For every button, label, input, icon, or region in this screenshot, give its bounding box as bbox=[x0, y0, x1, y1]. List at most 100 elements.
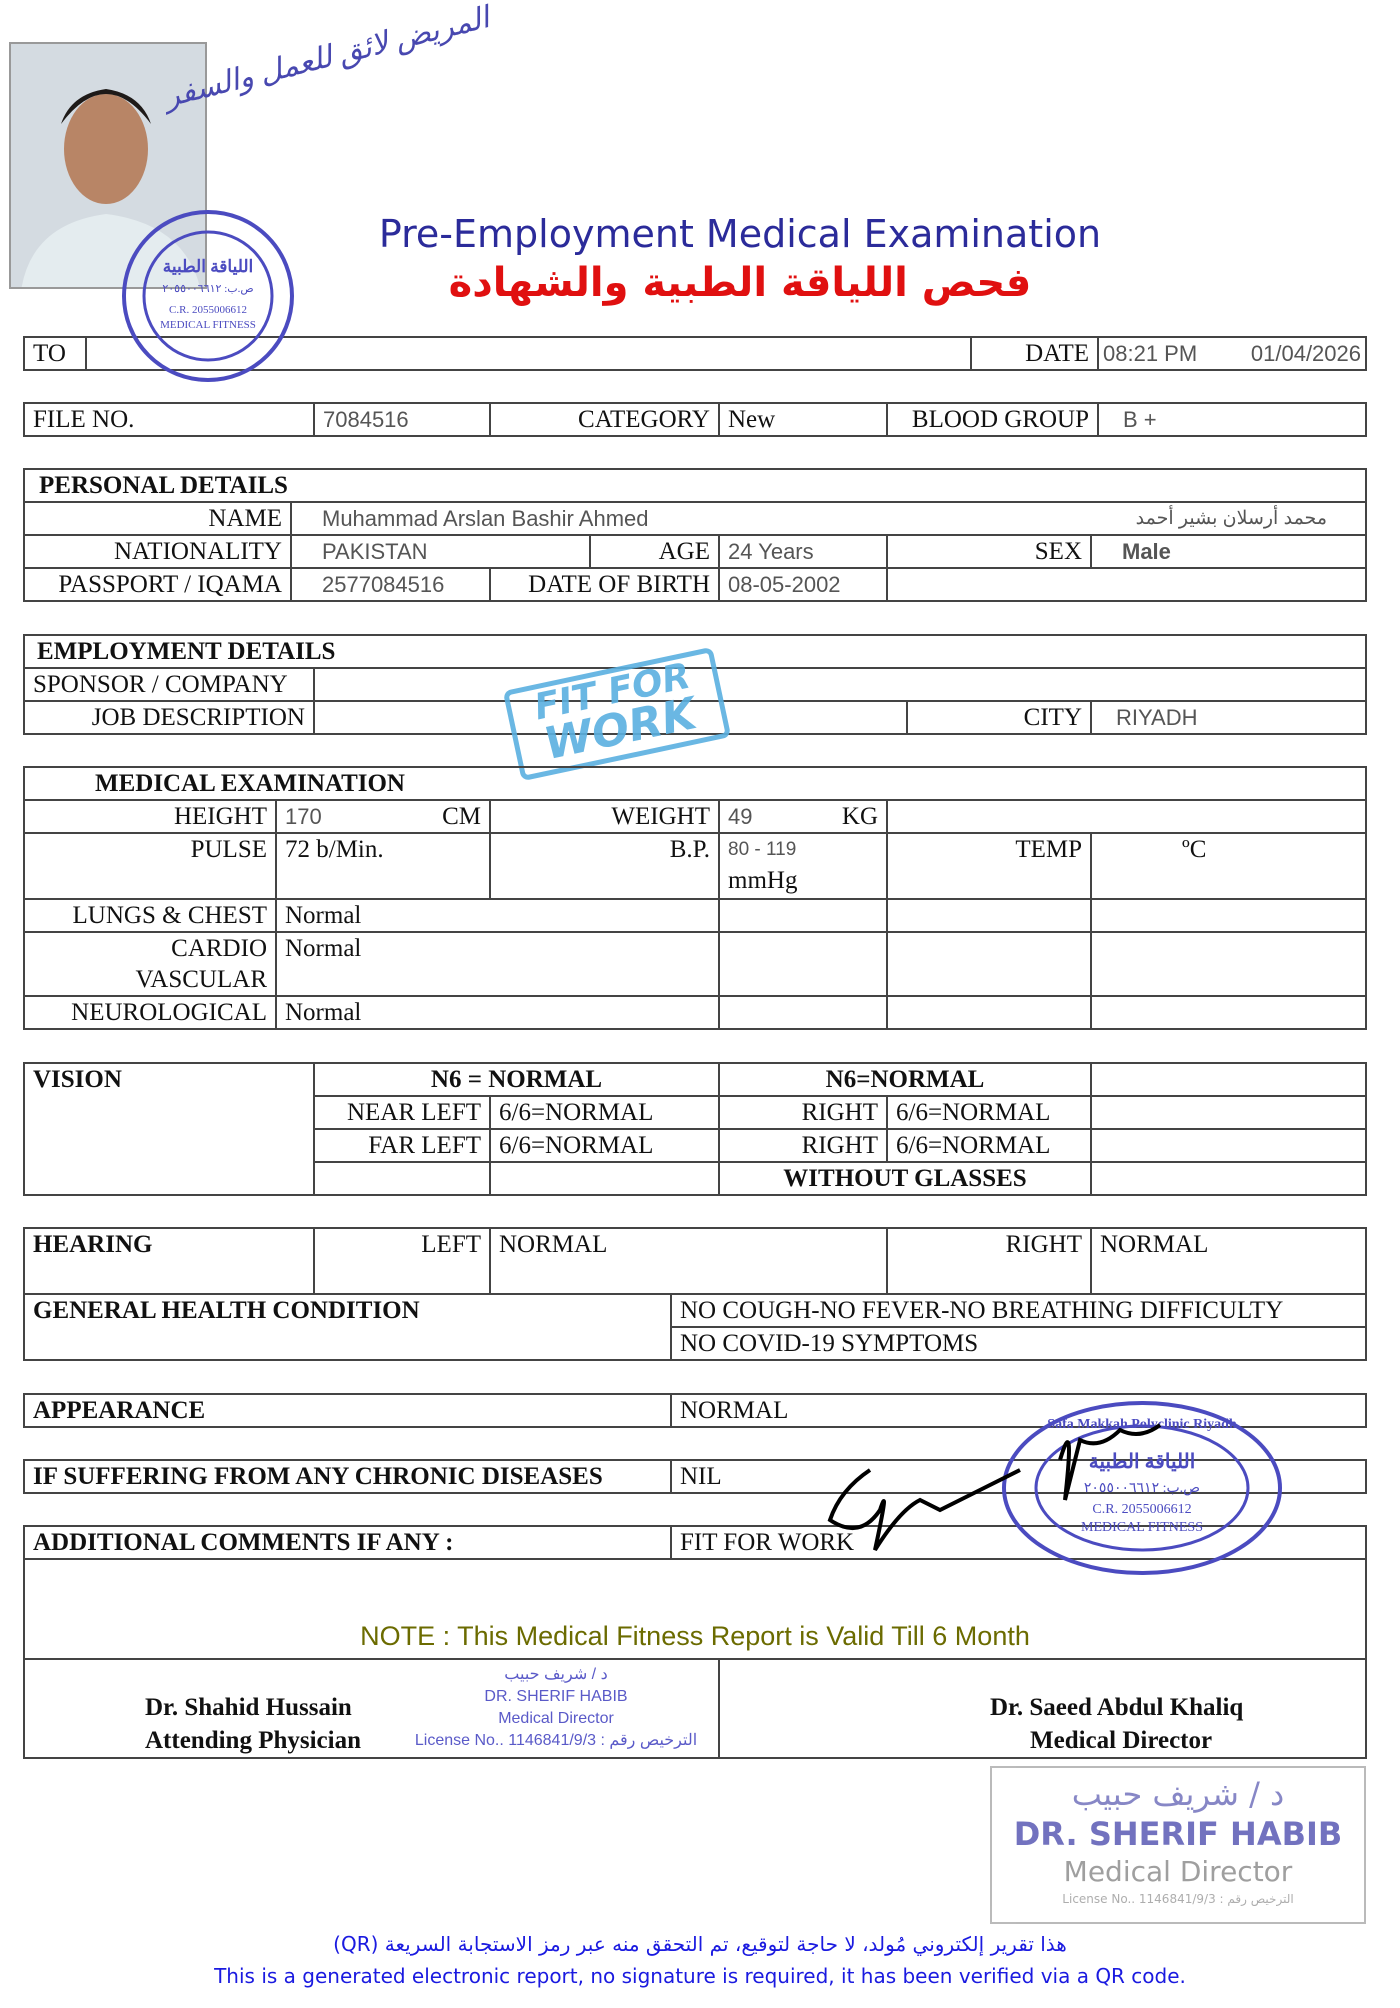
temp-unit: ºC bbox=[1090, 832, 1367, 900]
director-stamp: د / شريف حبيب DR. SHERIF HABIB Medical D… bbox=[990, 1766, 1366, 1924]
hearing-left-label: LEFT bbox=[313, 1227, 491, 1295]
signature-scribble bbox=[827, 1423, 1162, 1552]
hearing-heading: HEARING bbox=[23, 1227, 315, 1295]
medical-examination: MEDICAL EXAMINATION HEIGHT 170 CM WEIGHT 49 K… bbox=[23, 766, 1367, 1030]
appearance-value: NORMAL bbox=[670, 1393, 1367, 1428]
age-value: 24 Years bbox=[718, 534, 888, 569]
svg-text:اللياقة الطبية: اللياقة الطبية bbox=[1089, 1451, 1196, 1473]
neuro-value: Normal bbox=[275, 995, 720, 1030]
job-value bbox=[313, 700, 908, 735]
time-value: 08:21 PM bbox=[1103, 341, 1198, 366]
footer-ar: هذا تقرير إلكتروني مُولد، لا حاجة لتوقيع… bbox=[333, 1932, 1067, 1956]
city-value: RIYADH bbox=[1090, 700, 1367, 735]
category-label: CATEGORY bbox=[489, 402, 720, 437]
near-left-label: NEAR LEFT bbox=[313, 1095, 491, 1130]
sex-value: Male bbox=[1090, 534, 1367, 569]
clinic-stamp-bottom: Safa Makkah Polyclinic Riyadh اللياقة ال… bbox=[1002, 1401, 1282, 1575]
weight-label: WEIGHT bbox=[489, 799, 720, 834]
blood-group-label: BLOOD GROUP bbox=[886, 402, 1099, 437]
job-label: JOB DESCRIPTION bbox=[23, 700, 315, 735]
validity-note: NOTE : This Medical Fitness Report is Va… bbox=[23, 1558, 1367, 1660]
physician-name: Dr. Shahid Hussain bbox=[145, 1694, 352, 1721]
lungs-label: LUNGS & CHEST bbox=[23, 898, 277, 933]
svg-text:اللياقة الطبية: اللياقة الطبية bbox=[163, 257, 254, 276]
passport-value: 2577084516 bbox=[290, 567, 491, 602]
file-no-label: FILE NO. bbox=[23, 402, 315, 437]
to-label: TO bbox=[23, 336, 87, 371]
director-name: Dr. Saeed Abdul Khaliq bbox=[990, 1694, 1244, 1721]
appearance-label: APPEARANCE bbox=[23, 1393, 672, 1428]
name-ar-value: محمد أرسلان بشير أحمد bbox=[1135, 508, 1327, 529]
hearing-right-value: NORMAL bbox=[1090, 1227, 1367, 1295]
age-label: AGE bbox=[589, 534, 720, 569]
pulse-label: PULSE bbox=[23, 832, 277, 900]
handwritten-note: المريض لائق للعمل والسفر bbox=[160, 1, 493, 114]
director-title: Medical Director bbox=[1030, 1727, 1213, 1754]
glasses-note: WITHOUT GLASSES bbox=[718, 1161, 1092, 1196]
height-unit: CM bbox=[442, 803, 481, 830]
name-value: Muhammad Arslan Bashir Ahmed bbox=[322, 506, 649, 531]
far-left-value: 6/6=NORMAL bbox=[489, 1128, 720, 1163]
employment-details: EMPLOYMENT DETAILS SPONSOR / COMPANY JOB… bbox=[23, 634, 1367, 735]
employment-heading: EMPLOYMENT DETAILS bbox=[23, 634, 1367, 669]
sex-label: SEX bbox=[886, 534, 1092, 569]
category-value: New bbox=[718, 402, 888, 437]
blood-group-value: B + bbox=[1097, 402, 1367, 437]
svg-text:Safa Makkah Polyclinic Riyadh: Safa Makkah Polyclinic Riyadh bbox=[1047, 1417, 1237, 1432]
personal-details: PERSONAL DETAILS NAME Muhammad Arslan Bas… bbox=[23, 468, 1367, 602]
hearing-left-value: NORMAL bbox=[489, 1227, 888, 1295]
svg-text:MEDICAL FITNESS: MEDICAL FITNESS bbox=[1081, 1520, 1203, 1535]
near-right-label: RIGHT bbox=[718, 1095, 888, 1130]
sponsor-label: SPONSOR / COMPANY bbox=[23, 667, 315, 702]
far-right-label: RIGHT bbox=[718, 1128, 888, 1163]
svg-text:ص.ب: ٢٠٥٥٠٠٦٦١٢: ص.ب: ٢٠٥٥٠٠٦٦١٢ bbox=[162, 283, 253, 295]
svg-text:ص.ب: ٢٠٥٥٠٠٦٦١٢: ص.ب: ٢٠٥٥٠٠٦٦١٢ bbox=[1084, 1481, 1200, 1496]
neuro-label: NEUROLOGICAL bbox=[23, 995, 277, 1030]
comments-label: ADDITIONAL COMMENTS IF ANY : bbox=[23, 1525, 672, 1560]
cardio-label: CARDIO bbox=[171, 935, 267, 962]
footer-en: This is a generated electronic report, n… bbox=[214, 1964, 1186, 1988]
sponsor-value bbox=[313, 667, 1367, 702]
bp-unit: mmHg bbox=[728, 867, 798, 894]
file-no-value: 7084516 bbox=[313, 402, 491, 437]
temp-label: TEMP bbox=[886, 832, 1092, 900]
general-line2: NO COVID-19 SYMPTOMS bbox=[670, 1326, 1367, 1361]
name-label: NAME bbox=[23, 501, 292, 536]
title-en: Pre-Employment Medical Examination bbox=[378, 212, 1102, 256]
n6-right: N6=NORMAL bbox=[718, 1062, 1092, 1097]
general-line1: NO COUGH-NO FEVER-NO BREATHING DIFFICULT… bbox=[670, 1293, 1367, 1328]
nationality-value: PAKISTAN bbox=[290, 534, 591, 569]
lungs-value: Normal bbox=[275, 898, 720, 933]
medical-heading: MEDICAL EXAMINATION bbox=[23, 766, 1367, 801]
height-label: HEIGHT bbox=[23, 799, 277, 834]
date-value: 01/04/2026 bbox=[1250, 341, 1361, 366]
n6-left: N6 = NORMAL bbox=[313, 1062, 720, 1097]
far-left-label: FAR LEFT bbox=[313, 1128, 491, 1163]
to-value bbox=[85, 336, 972, 371]
physician-title: Attending Physician bbox=[145, 1727, 362, 1754]
nationality-label: NATIONALITY bbox=[23, 534, 292, 569]
svg-text:MEDICAL FITNESS: MEDICAL FITNESS bbox=[160, 319, 256, 331]
weight-unit: KG bbox=[841, 803, 878, 830]
chronic-label: IF SUFFERING FROM ANY CHRONIC DISEASES bbox=[23, 1459, 672, 1494]
height-value: 170 bbox=[285, 804, 322, 829]
far-right-value: 6/6=NORMAL bbox=[886, 1128, 1092, 1163]
city-label: CITY bbox=[906, 700, 1092, 735]
svg-text:C.R. 2055006612: C.R. 2055006612 bbox=[1092, 1502, 1191, 1517]
svg-text:C.R. 2055006612: C.R. 2055006612 bbox=[169, 304, 247, 316]
hearing-right-label: RIGHT bbox=[886, 1227, 1092, 1295]
dob-value: 08-05-2002 bbox=[718, 567, 888, 602]
bp-value: 80 - 119 bbox=[728, 839, 797, 860]
cardio-value: Normal bbox=[275, 931, 720, 997]
passport-label: PASSPORT / IQAMA bbox=[23, 567, 292, 602]
weight-value: 49 bbox=[728, 804, 753, 829]
personal-heading: PERSONAL DETAILS bbox=[23, 468, 1367, 503]
dob-label: DATE OF BIRTH bbox=[489, 567, 720, 602]
clinic-stamp-top: اللياقة الطبية ص.ب: ٢٠٥٥٠٠٦٦١٢ C.R. 2055… bbox=[122, 210, 294, 382]
